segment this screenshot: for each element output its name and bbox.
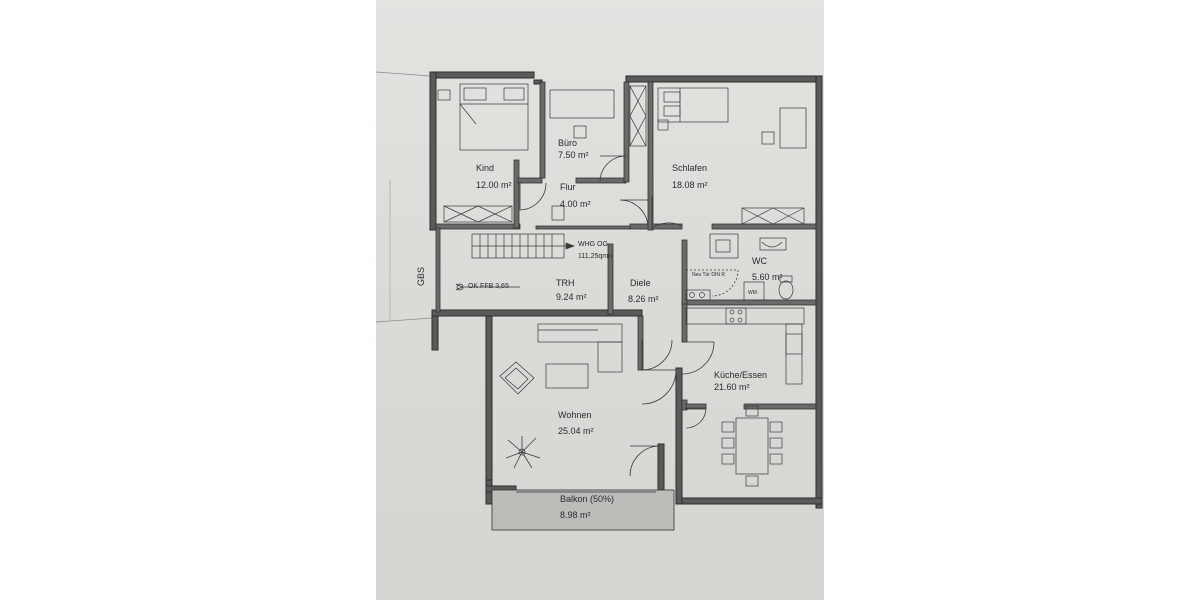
room-name-diele: Diele (630, 278, 651, 288)
side-label: GBS (416, 266, 426, 286)
plant-icon (505, 436, 541, 469)
room-name-kueche: Küche/Essen (714, 370, 768, 380)
wc-fixtures (685, 233, 794, 301)
level-marker-label: OK FFB 3,65 (468, 283, 509, 290)
room-area-wohnen: 25.04 m² (558, 426, 594, 436)
room-name-trh: TRH (556, 278, 575, 288)
sofa-wohnen (537, 323, 623, 373)
room-area-flur: 4.00 m² (560, 199, 591, 209)
room-area-balkon: 8.98 m² (560, 510, 591, 520)
room-area-kind: 12.00 m² (476, 180, 512, 190)
desk-schlafen (761, 107, 807, 149)
staircase (471, 233, 575, 259)
desk-buero (549, 89, 615, 139)
room-name-schlafen: Schlafen (672, 163, 708, 173)
wardrobe-kind (443, 205, 513, 223)
room-name-buero: Büro (558, 138, 578, 148)
room-area-buero: 7.50 m² (558, 150, 589, 160)
floor-area-label: 111,25qmn (578, 253, 612, 260)
dining-table (721, 405, 783, 487)
guide-line (375, 71, 431, 77)
room-name-wc: WC (752, 256, 767, 266)
bed-schlafen (657, 87, 729, 123)
room-area-schlafen: 18.08 m² (672, 180, 708, 190)
level-marker (455, 283, 520, 291)
nightstand-schlafen (657, 119, 669, 131)
room-area-trh: 9.24 m² (556, 292, 587, 302)
room-area-kueche: 21.60 m² (714, 382, 750, 392)
room-name-wohnen: Wohnen (558, 410, 592, 420)
nightstand (437, 89, 451, 101)
bed-kind (459, 83, 529, 151)
door-swings (519, 155, 739, 477)
wardrobe-schlafen (741, 207, 805, 225)
door-note-label: Neu Tür DIN R (692, 272, 725, 278)
armchair-wohnen (499, 361, 535, 395)
guide-line (375, 317, 433, 323)
room-name-flur: Flur (560, 182, 576, 192)
coffee-table (545, 363, 589, 389)
chair-flur (551, 205, 565, 221)
wm-label: WM (748, 290, 757, 296)
room-name-kind: Kind (476, 163, 495, 173)
kitchen-counter (685, 307, 805, 385)
balcony-slab (491, 489, 675, 531)
floor-label: WHG OG (578, 241, 608, 248)
room-area-wc: 5.60 m² (752, 272, 783, 282)
room-name-balkon: Balkon (50%) (560, 494, 615, 504)
outer-walls (429, 71, 823, 509)
room-area-diele: 8.26 m² (628, 294, 659, 304)
wardrobe-buero (629, 85, 647, 147)
